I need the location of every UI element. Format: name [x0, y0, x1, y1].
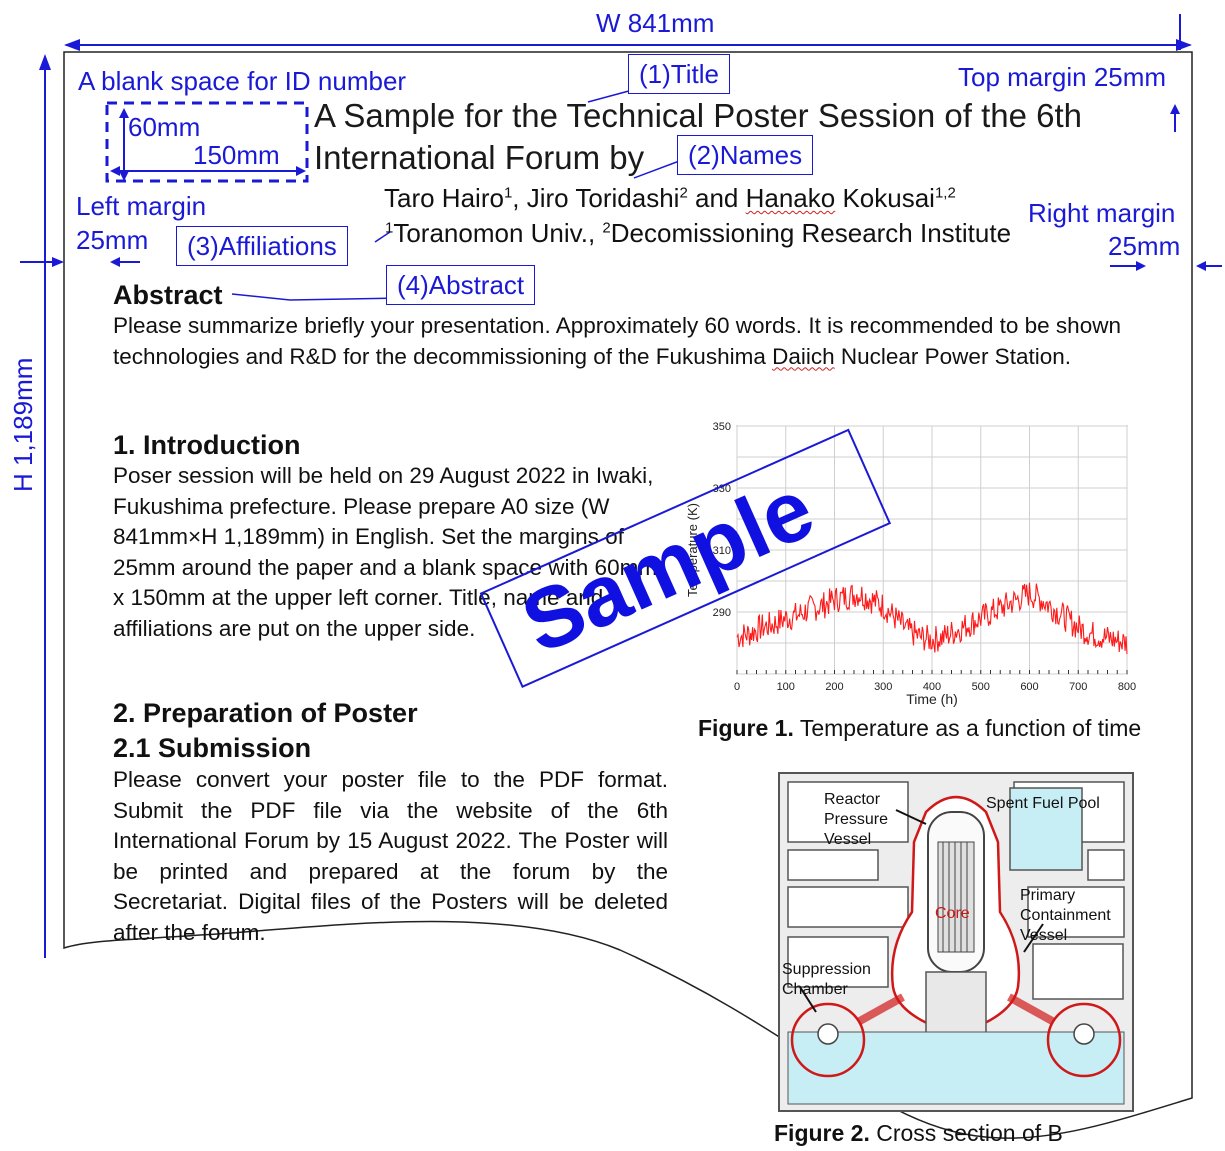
label-suppression-1: Suppression: [782, 961, 871, 978]
label-rpv-2: Pressure: [824, 811, 888, 828]
x-tick-label: 0: [734, 681, 740, 693]
author-2-sup: 2: [679, 184, 688, 202]
right-margin-value: 25mm: [1108, 231, 1181, 261]
right-margin-label: Right margin: [1028, 198, 1176, 228]
id-blank-label: A blank space for ID number: [78, 66, 407, 96]
label-spent-fuel-pool: Spent Fuel Pool: [986, 795, 1100, 812]
submission-text: Please convert your poster file to the P…: [113, 767, 668, 945]
author-2: , Jiro Toridashi: [512, 183, 680, 213]
label-core: Core: [935, 905, 970, 922]
x-tick-label: 700: [1069, 681, 1087, 693]
poster-title-line1: A Sample for the Technical Poster Sessio…: [314, 97, 1083, 134]
figure-1-chart: 0 100 200 300 400 500 600 700 800 350 330 310 290Tim…: [685, 421, 1136, 707]
author-3-last: Kokusai: [835, 183, 935, 213]
figure-2-caption: Figure 2. Cross section of B: [774, 1120, 1063, 1147]
author-3-first: Hanako: [745, 183, 836, 213]
y-axis-label: Temperature (K): [685, 503, 700, 597]
y-tick-label: 290: [713, 607, 731, 619]
callout-affiliations: (3)Affiliations: [176, 226, 348, 266]
author-names: Taro Hairo1, Jiro Toridashi2 and Hanako …: [384, 183, 956, 214]
figure-1-label: Figure 1.: [698, 715, 794, 741]
id-height-label: 60mm: [128, 112, 201, 142]
left-margin-label: Left margin: [76, 191, 207, 221]
prep-heading: 2. Preparation of Poster: [113, 698, 418, 728]
left-margin-value: 25mm: [76, 225, 149, 255]
width-dimension-label: W 841mm: [596, 8, 715, 38]
affil-1-sup: 1: [385, 219, 394, 237]
figure-1-caption: Figure 1. Temperature as a function of t…: [698, 713, 1148, 744]
callout-abstract: (4)Abstract: [386, 265, 536, 305]
id-width-label: 150mm: [193, 140, 280, 170]
figure-2-text: Cross section of B: [869, 1120, 1063, 1146]
x-tick-label: 800: [1118, 681, 1136, 693]
label-pcv-3: Vessel: [1020, 927, 1067, 944]
y-tick-label: 330: [713, 483, 731, 495]
figure-2-reactor-diagram: Reactor Pressure Vessel Spent Fuel Pool …: [778, 772, 1134, 1112]
x-tick-label: 200: [825, 681, 843, 693]
submission-heading: 2.1 Submission: [113, 733, 312, 763]
x-tick-label: 300: [874, 681, 892, 693]
intro-heading: 1. Introduction: [113, 430, 301, 460]
x-tick-label: 600: [1020, 681, 1038, 693]
label-rpv-3: Vessel: [824, 831, 871, 848]
intro-text: Poser session will be held on 29 August …: [113, 463, 658, 641]
height-dimension-label: H 1,189mm: [8, 357, 38, 492]
poster-title-line2: International Forum by: [314, 139, 645, 176]
abstract-text-c: Nuclear Power Station.: [834, 343, 1071, 369]
label-rpv-1: Reactor: [824, 791, 881, 808]
author-1: Taro Hairo: [384, 183, 504, 213]
affil-2-sup: 2: [602, 219, 611, 237]
top-margin-label: Top margin 25mm: [958, 62, 1167, 92]
label-pcv-1: Primary: [1020, 887, 1075, 904]
callout-names: (2)Names: [677, 135, 814, 175]
affil-2: Decomissioning Research Institute: [610, 218, 1012, 248]
figure-1-text: Temperature as a function of time: [793, 715, 1142, 741]
label-pcv-2: Containment: [1020, 907, 1111, 924]
x-tick-label: 400: [923, 681, 941, 693]
series-line-temperature: [736, 582, 1128, 655]
label-suppression-2: Chamber: [782, 981, 848, 998]
y-tick-label: 310: [713, 545, 731, 557]
callout-title: (1)Title: [628, 54, 730, 94]
author-sep: and: [687, 183, 746, 213]
author-3-sup: 1,2: [934, 184, 956, 202]
x-axis-label: Time (h): [906, 691, 958, 707]
x-tick-label: 100: [777, 681, 795, 693]
abstract-text-a: Please summarize briefly your presentati…: [113, 313, 1121, 369]
author-1-sup: 1: [503, 184, 513, 202]
abstract-text: Please summarize briefly your presentati…: [113, 311, 1138, 372]
x-tick-label: 500: [972, 681, 990, 693]
affil-1: Toranomon Univ.,: [393, 218, 603, 248]
y-tick-label: 350: [713, 421, 731, 433]
figure-2-label: Figure 2.: [774, 1120, 870, 1146]
affiliations: 1Toranomon Univ., 2Decomissioning Resear…: [385, 218, 1011, 249]
abstract-heading: Abstract: [113, 280, 223, 310]
abstract-text-daiich: Daiich: [772, 343, 835, 369]
